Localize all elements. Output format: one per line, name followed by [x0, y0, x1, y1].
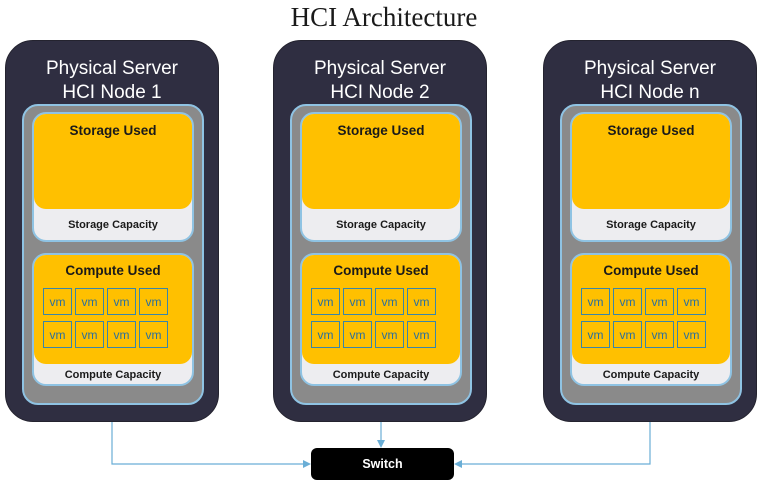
- server-node-2: Physical Server HCI Node 2 Storage Used …: [273, 40, 487, 422]
- vm-box: vm: [581, 288, 610, 315]
- server-label: Physical Server HCI Node 1: [6, 57, 218, 105]
- storage-used-label: Storage Used: [337, 123, 425, 138]
- vm-box: vm: [375, 321, 404, 348]
- server-label: Physical Server HCI Node 2: [274, 57, 486, 105]
- server-node-n: Physical Server HCI Node n Storage Used …: [543, 40, 757, 422]
- compute-capacity-panel: Compute Used vm vm vm vm vm vm vm vm Com…: [32, 253, 194, 386]
- connector-node-1-to-switch: [111, 422, 311, 468]
- connector-node-n-to-switch: [454, 422, 651, 468]
- vm-box: vm: [311, 321, 340, 348]
- vm-box: vm: [75, 321, 104, 348]
- node-resources: Storage Used Storage Capacity Compute Us…: [22, 104, 204, 405]
- diagram-title: HCI Architecture: [290, 2, 478, 32]
- server-label-line2: HCI Node 2: [330, 82, 430, 103]
- compute-used-block: Compute Used vm vm vm vm vm vm vm vm: [302, 255, 460, 364]
- compute-capacity-label: Compute Capacity: [602, 369, 700, 381]
- vm-box: vm: [645, 288, 674, 315]
- vm-box: vm: [139, 288, 168, 315]
- storage-used-block: Storage Used: [572, 114, 730, 209]
- storage-capacity-label: Storage Capacity: [68, 219, 158, 231]
- server-label-line1: Physical Server: [314, 58, 446, 79]
- vm-grid: vm vm vm vm vm vm vm vm: [311, 288, 436, 348]
- storage-capacity-panel: Storage Used Storage Capacity: [300, 112, 462, 242]
- server-label-line1: Physical Server: [584, 58, 716, 79]
- server-label-line1: Physical Server: [46, 58, 178, 79]
- compute-used-label: Compute Used: [333, 263, 429, 278]
- network-switch: Switch: [311, 448, 454, 480]
- storage-capacity-panel: Storage Used Storage Capacity: [32, 112, 194, 242]
- compute-capacity-panel: Compute Used vm vm vm vm vm vm vm vm Com…: [300, 253, 462, 386]
- vm-box: vm: [645, 321, 674, 348]
- vm-box: vm: [613, 321, 642, 348]
- compute-used-block: Compute Used vm vm vm vm vm vm vm vm: [34, 255, 192, 364]
- vm-grid: vm vm vm vm vm vm vm vm: [43, 288, 168, 348]
- storage-capacity-label: Storage Capacity: [606, 219, 696, 231]
- compute-used-block: Compute Used vm vm vm vm vm vm vm vm: [572, 255, 730, 364]
- vm-grid: vm vm vm vm vm vm vm vm: [581, 288, 706, 348]
- vm-box: vm: [375, 288, 404, 315]
- compute-used-label: Compute Used: [65, 263, 161, 278]
- server-label-line2: HCI Node n: [600, 82, 700, 103]
- vm-box: vm: [43, 321, 72, 348]
- vm-box: vm: [407, 321, 436, 348]
- vm-box: vm: [343, 321, 372, 348]
- vm-box: vm: [613, 288, 642, 315]
- vm-box: vm: [107, 321, 136, 348]
- vm-box: vm: [75, 288, 104, 315]
- server-label-line2: HCI Node 1: [62, 82, 162, 103]
- vm-box: vm: [677, 288, 706, 315]
- compute-used-label: Compute Used: [603, 263, 699, 278]
- vm-box: vm: [581, 321, 610, 348]
- server-label: Physical Server HCI Node n: [544, 57, 756, 105]
- vm-box: vm: [139, 321, 168, 348]
- vm-box: vm: [43, 288, 72, 315]
- vm-box: vm: [311, 288, 340, 315]
- storage-capacity-label: Storage Capacity: [336, 219, 426, 231]
- compute-capacity-label: Compute Capacity: [64, 369, 162, 381]
- storage-used-label: Storage Used: [607, 123, 695, 138]
- compute-capacity-panel: Compute Used vm vm vm vm vm vm vm vm Com…: [570, 253, 732, 386]
- compute-capacity-label: Compute Capacity: [332, 369, 430, 381]
- storage-used-label: Storage Used: [69, 123, 157, 138]
- vm-box: vm: [107, 288, 136, 315]
- storage-capacity-panel: Storage Used Storage Capacity: [570, 112, 732, 242]
- vm-box: vm: [343, 288, 372, 315]
- node-resources: Storage Used Storage Capacity Compute Us…: [290, 104, 472, 405]
- storage-used-block: Storage Used: [302, 114, 460, 209]
- server-node-1: Physical Server HCI Node 1 Storage Used …: [5, 40, 219, 422]
- storage-used-block: Storage Used: [34, 114, 192, 209]
- vm-box: vm: [407, 288, 436, 315]
- node-resources: Storage Used Storage Capacity Compute Us…: [560, 104, 742, 405]
- vm-box: vm: [677, 321, 706, 348]
